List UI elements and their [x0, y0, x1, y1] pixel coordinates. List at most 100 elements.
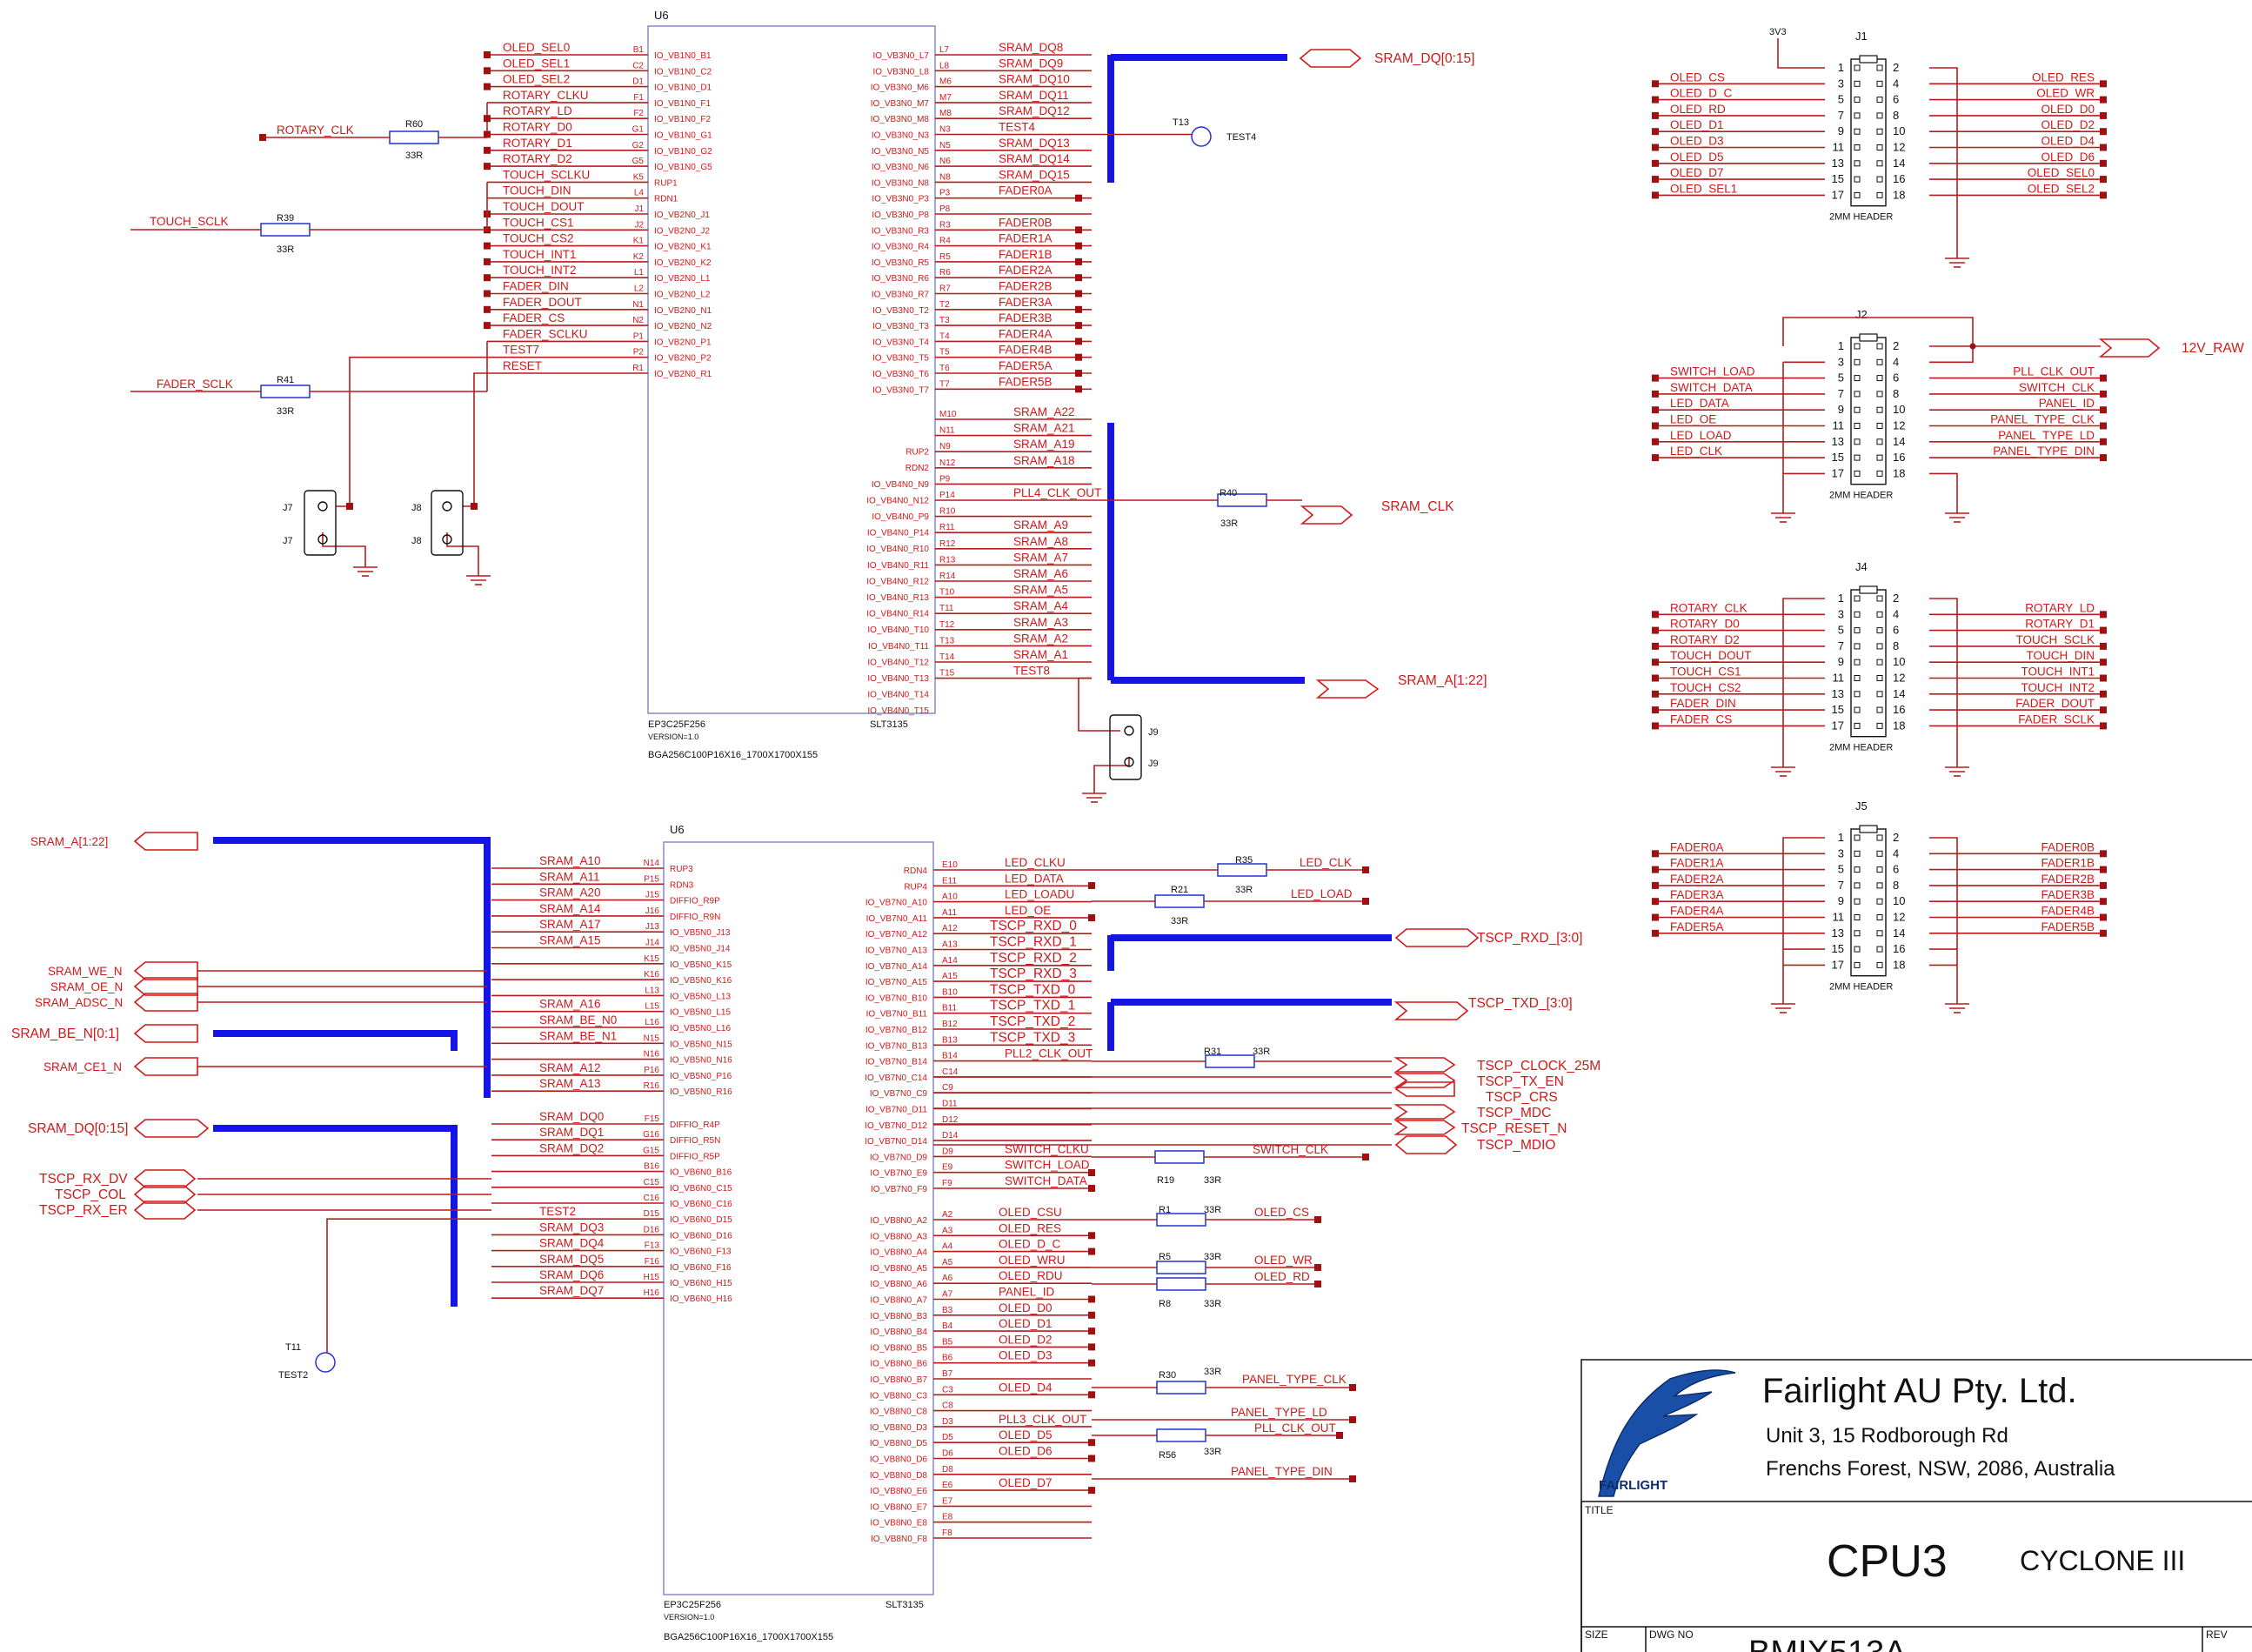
u6b-right-b-net: OLED_D0	[999, 1301, 1052, 1314]
wire-end	[484, 51, 491, 58]
u6b-right-b-ball: C3	[942, 1385, 953, 1395]
j2-r2	[1929, 346, 1974, 364]
u6b-left-net: SRAM_DQ2	[539, 1141, 604, 1154]
header-pin	[1854, 611, 1861, 618]
u6a-right-b-net: SRAM_A7	[1013, 551, 1068, 564]
u6b-left-io: DIFFIO_R5P	[670, 1152, 720, 1161]
port-sram-a-top: SRAM_A[1:22]	[1315, 673, 1487, 699]
u6a-left-net: TOUCH_SCLKU	[503, 168, 590, 181]
u6a-left-net: ROTARY_D0	[503, 121, 572, 134]
u6b-right-b-io: IO_VB8N0_B4	[870, 1328, 927, 1337]
bottom-left-ports: SRAM_A[1:22] SRAM_WE_N SRAM_OE_N SRAM_AD…	[11, 832, 210, 1220]
u6b-right-ball: A12	[942, 924, 958, 933]
u6a-left-net: RESET	[503, 359, 542, 372]
header-pin	[1876, 866, 1883, 873]
header-pin	[1876, 930, 1883, 937]
u6a-right-b-io: IO_VB4N0_R10	[866, 545, 929, 554]
header-right-net: TOUCH_DIN	[2026, 649, 2095, 662]
u6a-right-b-io: IO_VB4N0_R11	[867, 561, 929, 571]
wire-end	[1652, 422, 1659, 430]
u6b-right-b-io: IO_VB8N0_C3	[870, 1391, 928, 1401]
resistor	[1154, 894, 1205, 908]
u6b-right-net: TSCP_RXD_0	[990, 919, 1077, 933]
j1-3v3-wire	[1777, 38, 1825, 69]
header-pin-num: 4	[1893, 77, 1899, 90]
u6-top-body	[647, 25, 936, 714]
u6b-right-b-net: OLED_WRU	[999, 1254, 1066, 1267]
u6b-right-b-net: OLED_RES	[999, 1221, 1061, 1234]
u6a-right-io: IO_VB3N0_T2	[872, 306, 929, 316]
u6a-right-ball: R3	[939, 220, 951, 230]
u6a-left-io: IO_VB2N0_K2	[654, 258, 712, 268]
rev-label: REV	[2206, 1629, 2228, 1641]
r19-ref: R19	[1157, 1175, 1174, 1186]
u6a-right-net: SRAM_DQ10	[999, 73, 1070, 86]
header-pin-num: 13	[1832, 687, 1844, 700]
header-pin	[1876, 898, 1883, 905]
wire-end	[346, 503, 353, 510]
wire-end	[2100, 659, 2107, 666]
u6a-right-net: FADER0A	[999, 184, 1052, 197]
header-pin	[1854, 176, 1861, 183]
j1-gnd-wire	[1929, 67, 1958, 248]
led-clk-net: LED_CLK	[1300, 856, 1352, 869]
wire-end	[1088, 1247, 1095, 1255]
u6a-left-io: IO_VB2N0_P1	[654, 338, 712, 347]
title-block: FAIRLIGHT Fairlight AU Pty. Ltd. Unit 3,…	[1580, 1359, 2252, 1652]
header-pin-num: 11	[1833, 911, 1845, 924]
u6a-right-b-net: SRAM_A19	[1013, 438, 1075, 451]
u6a-left-io: IO_VB2N0_R1	[654, 370, 712, 379]
u6b-right-io: RDN4	[904, 866, 928, 876]
header-pin	[1854, 850, 1861, 857]
wire-end	[1652, 611, 1659, 619]
wire-end	[484, 257, 491, 265]
sram-dq-bus-bot	[213, 1125, 458, 1307]
u6a-right-io: IO_VB3N0_R4	[872, 243, 930, 252]
u6b-right-b-io: IO_VB8N0_A7	[870, 1296, 927, 1306]
header-pin-num: 7	[1838, 109, 1844, 122]
wire-end	[1652, 406, 1659, 414]
u6a-left-net: FADER_CS	[503, 311, 565, 324]
u6a-right-ball: T7	[939, 379, 950, 389]
u6b-left-net: SRAM_A13	[539, 1077, 601, 1090]
header-pin-num: 15	[1832, 451, 1844, 464]
u6b-right-io: IO_VB7N0_D12	[865, 1121, 927, 1131]
u6a-left-io: IO_VB1N0_F1	[654, 99, 711, 109]
u6b-left-io: IO_VB6N0_D16	[670, 1231, 732, 1241]
u6b-left-ball: P15	[644, 874, 659, 884]
header-pin	[1876, 191, 1883, 198]
u6-bottom-part: EP3C25F256	[664, 1600, 721, 1610]
u6b-left-ball: J14	[645, 939, 660, 948]
u6a-left-ball: L1	[634, 268, 645, 278]
header-pin-num: 17	[1832, 188, 1844, 201]
u6b-right-io: IO_VB7N0_B11	[866, 1010, 928, 1020]
wire-end	[1652, 159, 1659, 167]
u6a-right-io: IO_VB3N0_R6	[872, 274, 930, 284]
u6b-left-io: IO_VB6N0_C16	[670, 1200, 732, 1209]
wire-end	[2100, 642, 2107, 650]
u6a-right-io: IO_VB3N0_P3	[872, 195, 929, 204]
u6b-right-io: IO_VB7N0_E9	[870, 1169, 927, 1179]
u6b-left-io: IO_VB5N0_K16	[670, 976, 732, 986]
header-right-net: PANEL_TYPE_LD	[1998, 429, 2095, 442]
u6a-right-b-net: SRAM_A6	[1013, 567, 1068, 580]
u6b-left-io: DIFFIO_R5N	[670, 1136, 720, 1146]
u6a-left-io: IO_VB2N0_N1	[654, 306, 712, 316]
u6b-right-b-io: IO_VB8N0_A5	[870, 1264, 927, 1274]
u6b-right-b-net: OLED_CSU	[999, 1206, 1062, 1219]
header-pin	[1876, 470, 1883, 477]
u6b-right-ball: D11	[942, 1100, 958, 1109]
header-pin-num: 7	[1838, 879, 1844, 892]
u6a-left-ball: N2	[632, 316, 644, 325]
header-left-net: LED_LOAD	[1670, 429, 1732, 442]
wire-end	[1088, 1311, 1095, 1319]
u6b-left-ball: P16	[644, 1066, 659, 1075]
wire-end	[1652, 454, 1659, 462]
u6b-right-b-ball: E8	[942, 1513, 953, 1522]
u6b-left-ball: N15	[644, 1033, 660, 1043]
u6a-right-b-io: IO_VB4N0_T10	[867, 625, 929, 635]
wire-end	[484, 130, 491, 138]
header-right-net: OLED_D2	[2041, 118, 2095, 131]
t13-ref: T13	[1173, 117, 1189, 128]
u6b-right-b-io: IO_VB8N0_F8	[871, 1535, 927, 1544]
